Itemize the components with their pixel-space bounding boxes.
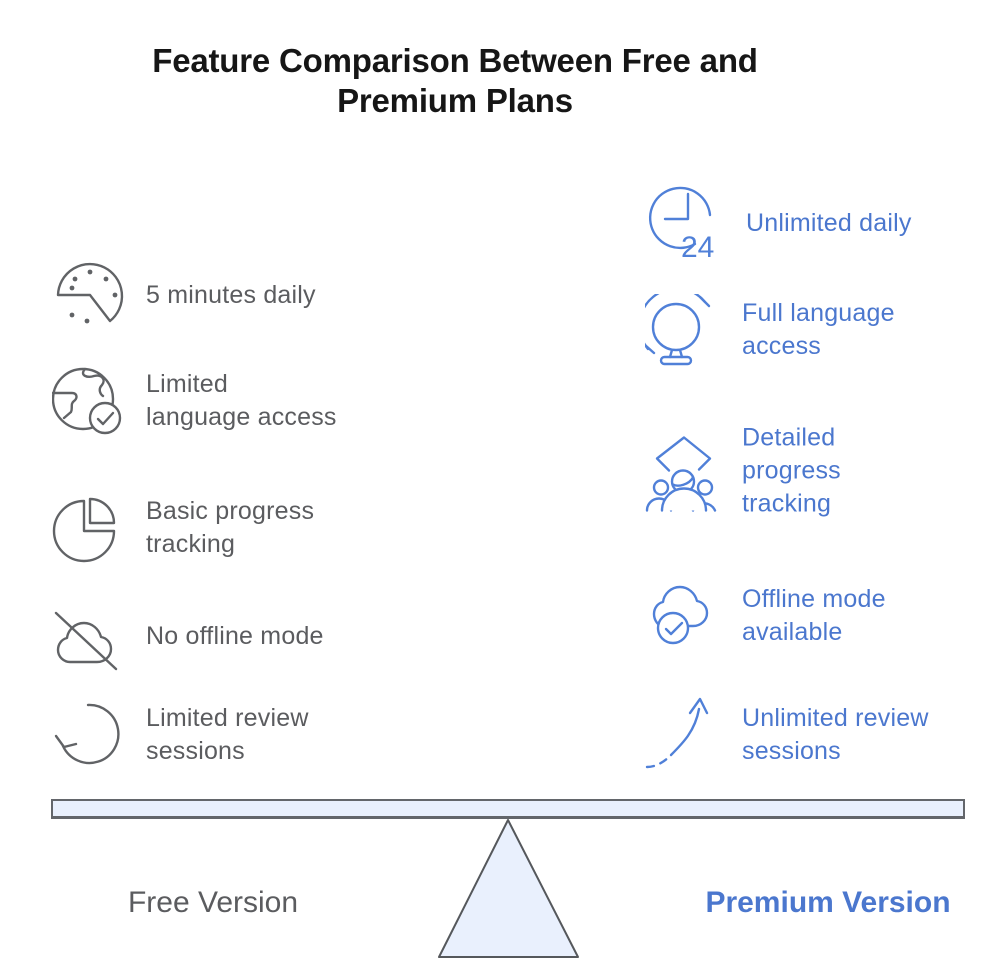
feature-label: No offline mode — [146, 621, 324, 650]
feature-label: Basic progress tracking — [146, 497, 315, 558]
free-feature-review: Limited review sessions — [52, 699, 309, 771]
free-feature-language: Limited language access — [52, 363, 337, 439]
feature-label: Unlimited review sessions — [742, 704, 929, 765]
clock-24-badge: 24 — [681, 231, 714, 264]
premium-feature-offline: Offline mode available — [645, 581, 886, 651]
free-feature-daily-limit: 5 minutes daily — [52, 257, 316, 333]
premium-version-label: Premium Version — [705, 886, 951, 919]
title-line-2: Premium Plans — [337, 82, 573, 119]
feature-label: Full language access — [742, 299, 895, 360]
cloud-slash-icon — [52, 599, 124, 673]
premium-feature-daily-limit: 24 Unlimited daily — [645, 185, 912, 264]
premium-feature-progress: Detailed progress tracking — [645, 422, 841, 521]
globe-check-icon — [52, 363, 124, 439]
feature-label: Limited review sessions — [146, 704, 309, 765]
feature-label: Unlimited daily — [746, 208, 912, 237]
feature-label: Offline mode available — [742, 585, 886, 646]
free-feature-progress: Basic progress tracking — [52, 491, 314, 565]
team-growth-icon — [645, 430, 717, 512]
desk-globe-icon — [645, 294, 717, 366]
balance-beam — [51, 799, 965, 819]
free-version-label: Free Version — [127, 886, 299, 919]
cloud-check-icon — [645, 581, 717, 651]
growth-arrow-icon — [645, 695, 717, 775]
fulcrum-triangle — [437, 818, 580, 965]
feature-label: Limited language access — [146, 370, 337, 431]
premium-feature-review: Unlimited review sessions — [645, 695, 929, 775]
title-line-1: Feature Comparison Between Free and — [152, 42, 758, 79]
page-title: Feature Comparison Between Free and Prem… — [55, 41, 855, 121]
feature-label: Detailed progress tracking — [742, 423, 841, 518]
pie-chart-icon — [52, 491, 124, 565]
premium-feature-language: Full language access — [645, 294, 895, 366]
clock-24-icon: 24 — [645, 185, 721, 264]
free-feature-offline: No offline mode — [52, 599, 324, 673]
rotate-ccw-icon — [52, 699, 124, 771]
cookie-timer-icon — [52, 257, 124, 333]
feature-label: 5 minutes daily — [146, 280, 316, 309]
